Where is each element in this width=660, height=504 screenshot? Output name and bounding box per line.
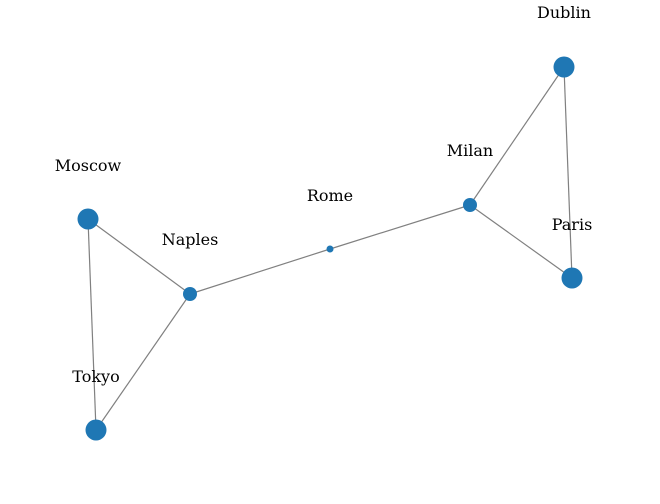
edge-naples-moscow [87,218,191,295]
node-naples [183,287,197,301]
node-paris [561,267,583,289]
edge-dublin-paris [563,66,573,279]
node-tokyo [85,419,107,441]
graph-nodes [77,56,583,441]
node-moscow [77,208,99,230]
node-label-rome: Rome [307,186,353,205]
edge-milan-paris [469,204,573,279]
edge-naples-tokyo [95,293,191,431]
node-label-tokyo: Tokyo [72,367,119,386]
node-label-naples: Naples [162,230,219,249]
edge-rome-naples [189,248,331,295]
edge-milan-rome [329,204,471,250]
edge-moscow-tokyo [87,218,97,431]
node-label-dublin: Dublin [537,3,591,22]
edge-dublin-milan [469,66,565,206]
node-label-moscow: Moscow [55,156,122,175]
node-milan [463,198,477,212]
node-label-milan: Milan [447,141,493,160]
graph-edges [87,66,573,431]
node-rome [326,245,334,253]
node-dublin [553,56,575,78]
node-label-paris: Paris [552,215,593,234]
